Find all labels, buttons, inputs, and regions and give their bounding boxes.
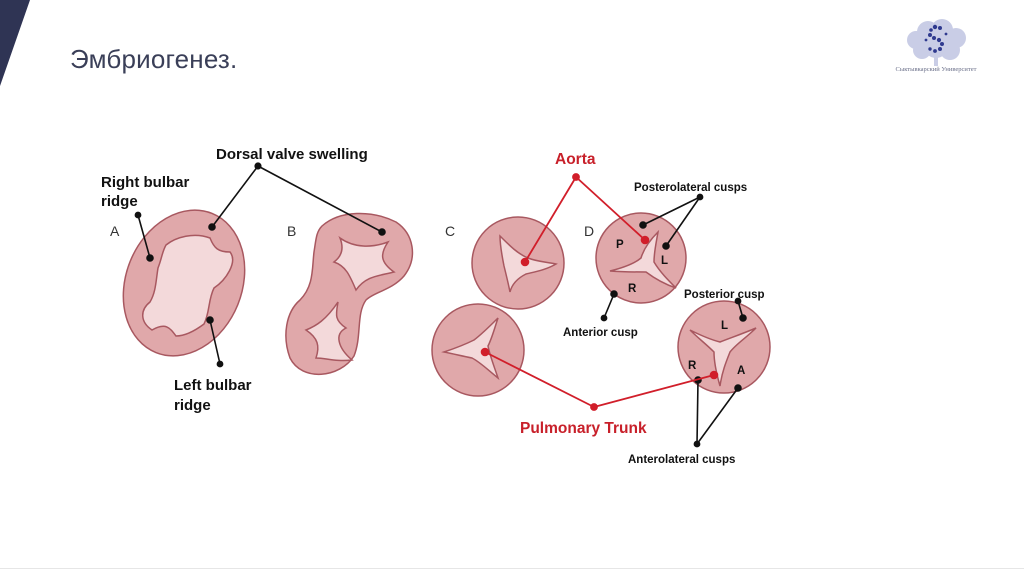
university-tree-logo-icon — [907, 19, 966, 66]
panel-label-d: D — [584, 223, 594, 239]
pulmonary-lumen — [441, 317, 500, 381]
right-bulbar-ridge-label-line1: Right bulbar — [101, 174, 189, 191]
panel-c-sections — [431, 216, 565, 397]
corner-accent-stripe — [0, 0, 30, 86]
left-bulbar-ridge-label-line1: Left bulbar — [174, 377, 252, 394]
panel-label-b: B — [287, 223, 296, 239]
cusp-letter-pulm-r: R — [688, 360, 697, 372]
cusp-letter-aorta-l: L — [661, 255, 668, 267]
logo-caption: Сыктывкарский Университет — [895, 66, 977, 73]
slide-bottom-divider — [0, 568, 1024, 569]
posterior-cusp-label: Posterior cusp — [684, 289, 765, 301]
cusp-letter-aorta-r: R — [628, 283, 637, 295]
dorsal-valve-swelling-label: Dorsal valve swelling — [216, 146, 368, 163]
right-bulbar-ridge-label-line2: ridge — [101, 193, 138, 210]
slide-title: Эмбриогенез. — [70, 44, 238, 74]
upper-lumen — [332, 235, 396, 292]
vessel-leader-lines — [480, 173, 719, 411]
truncus-lumen — [142, 234, 234, 337]
cusp-letter-pulm-l: L — [721, 320, 728, 332]
panel-b-truncus-section — [285, 212, 414, 375]
cusp-letter-pulm-a: A — [737, 365, 745, 377]
truncus-outer-wall — [285, 212, 414, 375]
panel-label-a: A — [110, 223, 120, 239]
posterolateral-cusps-label: Posterolateral cusps — [634, 182, 747, 194]
left-bulbar-ridge-label-line2: ridge — [174, 397, 211, 414]
aorta-label: Aorta — [555, 151, 596, 168]
panel-label-c: C — [445, 223, 455, 239]
anterolateral-cusps-label: Anterolateral cusps — [628, 454, 735, 466]
panel-d-sections — [595, 212, 771, 394]
leader-lines — [134, 162, 747, 448]
anterior-cusp-label: Anterior cusp — [563, 327, 638, 339]
aorta-valve-lumen — [609, 229, 677, 289]
lower-lumen — [304, 301, 354, 362]
panel-a-truncus-section — [122, 209, 246, 357]
pulmonary-valve-lumen — [689, 327, 757, 387]
pulmonary-trunk-label: Pulmonary Trunk — [520, 420, 647, 437]
cusp-letter-aorta-p: P — [616, 239, 624, 251]
